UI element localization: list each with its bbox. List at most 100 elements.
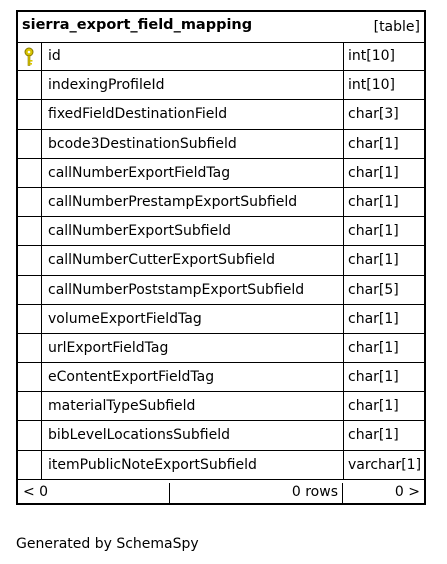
column-type-cell: char[1] (343, 129, 424, 158)
column-type: char[1] (348, 193, 399, 210)
column-type-cell: char[1] (343, 392, 424, 421)
column-name[interactable]: materialTypeSubfield (48, 398, 196, 415)
column-type-cell: char[1] (343, 363, 424, 392)
column-name[interactable]: callNumberExportFieldTag (48, 164, 231, 181)
column-name[interactable]: bcode3DestinationSubfield (48, 135, 237, 152)
table-footer: < 0 0 rows 0 > (18, 483, 424, 503)
column-name[interactable]: id (48, 48, 61, 64)
parents-count[interactable]: < 0 (23, 484, 49, 500)
key-cell (18, 100, 41, 128)
column-type: char[1] (348, 369, 399, 386)
column-type: char[1] (348, 427, 399, 444)
column-name-cell: callNumberExportSubfield (41, 217, 343, 246)
column-type-cell: char[3] (343, 100, 424, 129)
column-name-cell: callNumberPoststampExportSubfield (41, 275, 343, 304)
key-cell (18, 217, 41, 245)
column-type: char[5] (348, 281, 399, 298)
column-row[interactable]: eContentExportFieldTag char[1] (18, 363, 424, 393)
column-row[interactable]: id int[10] (18, 42, 424, 72)
column-name[interactable]: bibLevelLocationsSubfield (48, 427, 230, 444)
generated-by-text: Generated by SchemaSpy (16, 536, 199, 552)
column-type-cell: char[1] (343, 217, 424, 246)
column-type: char[1] (348, 252, 399, 269)
column-type: char[1] (348, 339, 399, 356)
column-type-cell: int[10] (343, 71, 424, 100)
key-cell (18, 421, 41, 449)
column-name[interactable]: fixedFieldDestinationField (48, 106, 228, 123)
row-count-cell: 0 rows (170, 483, 343, 503)
column-name-cell: indexingProfileId (41, 71, 343, 100)
key-cell (18, 130, 41, 158)
column-name-cell: itemPublicNoteExportSubfield (41, 450, 343, 479)
column-name-cell: eContentExportFieldTag (41, 363, 343, 392)
parents-count-cell: < 0 (18, 483, 170, 503)
column-name-cell: bcode3DestinationSubfield (41, 129, 343, 158)
column-name[interactable]: volumeExportFieldTag (48, 310, 202, 327)
column-name-cell: id (41, 42, 343, 71)
column-row[interactable]: volumeExportFieldTag char[1] (18, 304, 424, 334)
column-name-cell: callNumberExportFieldTag (41, 158, 343, 187)
key-cell (18, 363, 41, 391)
children-count[interactable]: 0 > (394, 484, 420, 500)
column-type: int[10] (348, 48, 395, 64)
column-type: int[10] (348, 77, 395, 94)
children-count-cell: 0 > (343, 483, 424, 503)
column-type: char[3] (348, 106, 399, 123)
column-name-cell: callNumberPrestampExportSubfield (41, 187, 343, 217)
column-name-cell: bibLevelLocationsSubfield (41, 421, 343, 450)
key-cell (18, 188, 41, 216)
column-name[interactable]: callNumberCutterExportSubfield (48, 252, 275, 269)
key-cell (18, 42, 41, 70)
column-row[interactable]: callNumberExportSubfield char[1] (18, 217, 424, 247)
column-row[interactable]: callNumberPoststampExportSubfield char[5] (18, 275, 424, 305)
column-type: char[1] (348, 310, 399, 327)
column-type-cell: varchar[1] (343, 450, 424, 479)
key-cell (18, 246, 41, 274)
column-type-cell: char[1] (343, 421, 424, 450)
column-row[interactable]: itemPublicNoteExportSubfield varchar[1] (18, 450, 424, 480)
key-icon (24, 47, 34, 66)
key-cell (18, 334, 41, 362)
column-row[interactable]: materialTypeSubfield char[1] (18, 392, 424, 422)
column-row[interactable]: indexingProfileId int[10] (18, 71, 424, 101)
column-row[interactable]: callNumberExportFieldTag char[1] (18, 158, 424, 188)
key-cell (18, 276, 41, 304)
key-cell (18, 159, 41, 187)
column-name[interactable]: callNumberPrestampExportSubfield (48, 193, 298, 210)
column-type-cell: char[1] (343, 304, 424, 333)
column-type-cell: char[1] (343, 187, 424, 217)
table-entity: sierra_export_field_mapping [table] id in… (16, 10, 426, 505)
column-name[interactable]: callNumberPoststampExportSubfield (48, 281, 305, 298)
column-row[interactable]: bibLevelLocationsSubfield char[1] (18, 421, 424, 451)
column-row[interactable]: urlExportFieldTag char[1] (18, 333, 424, 364)
column-list: id int[10] indexingProfileId int[10] fixedFi… (18, 42, 424, 480)
table-header: sierra_export_field_mapping [table] (18, 12, 424, 43)
column-row[interactable]: fixedFieldDestinationField char[3] (18, 100, 424, 130)
column-name[interactable]: eContentExportFieldTag (48, 369, 215, 386)
column-name[interactable]: itemPublicNoteExportSubfield (48, 456, 257, 473)
column-row[interactable]: callNumberCutterExportSubfield char[1] (18, 246, 424, 276)
row-count: 0 rows (291, 484, 338, 500)
key-cell (18, 392, 41, 420)
column-type-cell: char[1] (343, 246, 424, 275)
column-name[interactable]: callNumberExportSubfield (48, 223, 231, 240)
table-type-label: [table] (373, 19, 420, 35)
column-type: char[1] (348, 223, 399, 240)
column-type: char[1] (348, 164, 399, 181)
column-type-cell: char[1] (343, 158, 424, 187)
key-cell (18, 71, 41, 99)
column-type-cell: char[5] (343, 275, 424, 304)
key-cell (18, 451, 41, 479)
column-name[interactable]: indexingProfileId (48, 77, 165, 94)
key-cell (18, 305, 41, 333)
column-name-cell: volumeExportFieldTag (41, 304, 343, 333)
column-type: char[1] (348, 135, 399, 152)
table-name[interactable]: sierra_export_field_mapping (22, 17, 253, 33)
column-row[interactable]: bcode3DestinationSubfield char[1] (18, 129, 424, 159)
column-name[interactable]: urlExportFieldTag (48, 339, 169, 356)
column-name-cell: urlExportFieldTag (41, 333, 343, 363)
column-name-cell: materialTypeSubfield (41, 392, 343, 421)
column-name-cell: callNumberCutterExportSubfield (41, 246, 343, 275)
column-row[interactable]: callNumberPrestampExportSubfield char[1] (18, 187, 424, 218)
column-name-cell: fixedFieldDestinationField (41, 100, 343, 129)
